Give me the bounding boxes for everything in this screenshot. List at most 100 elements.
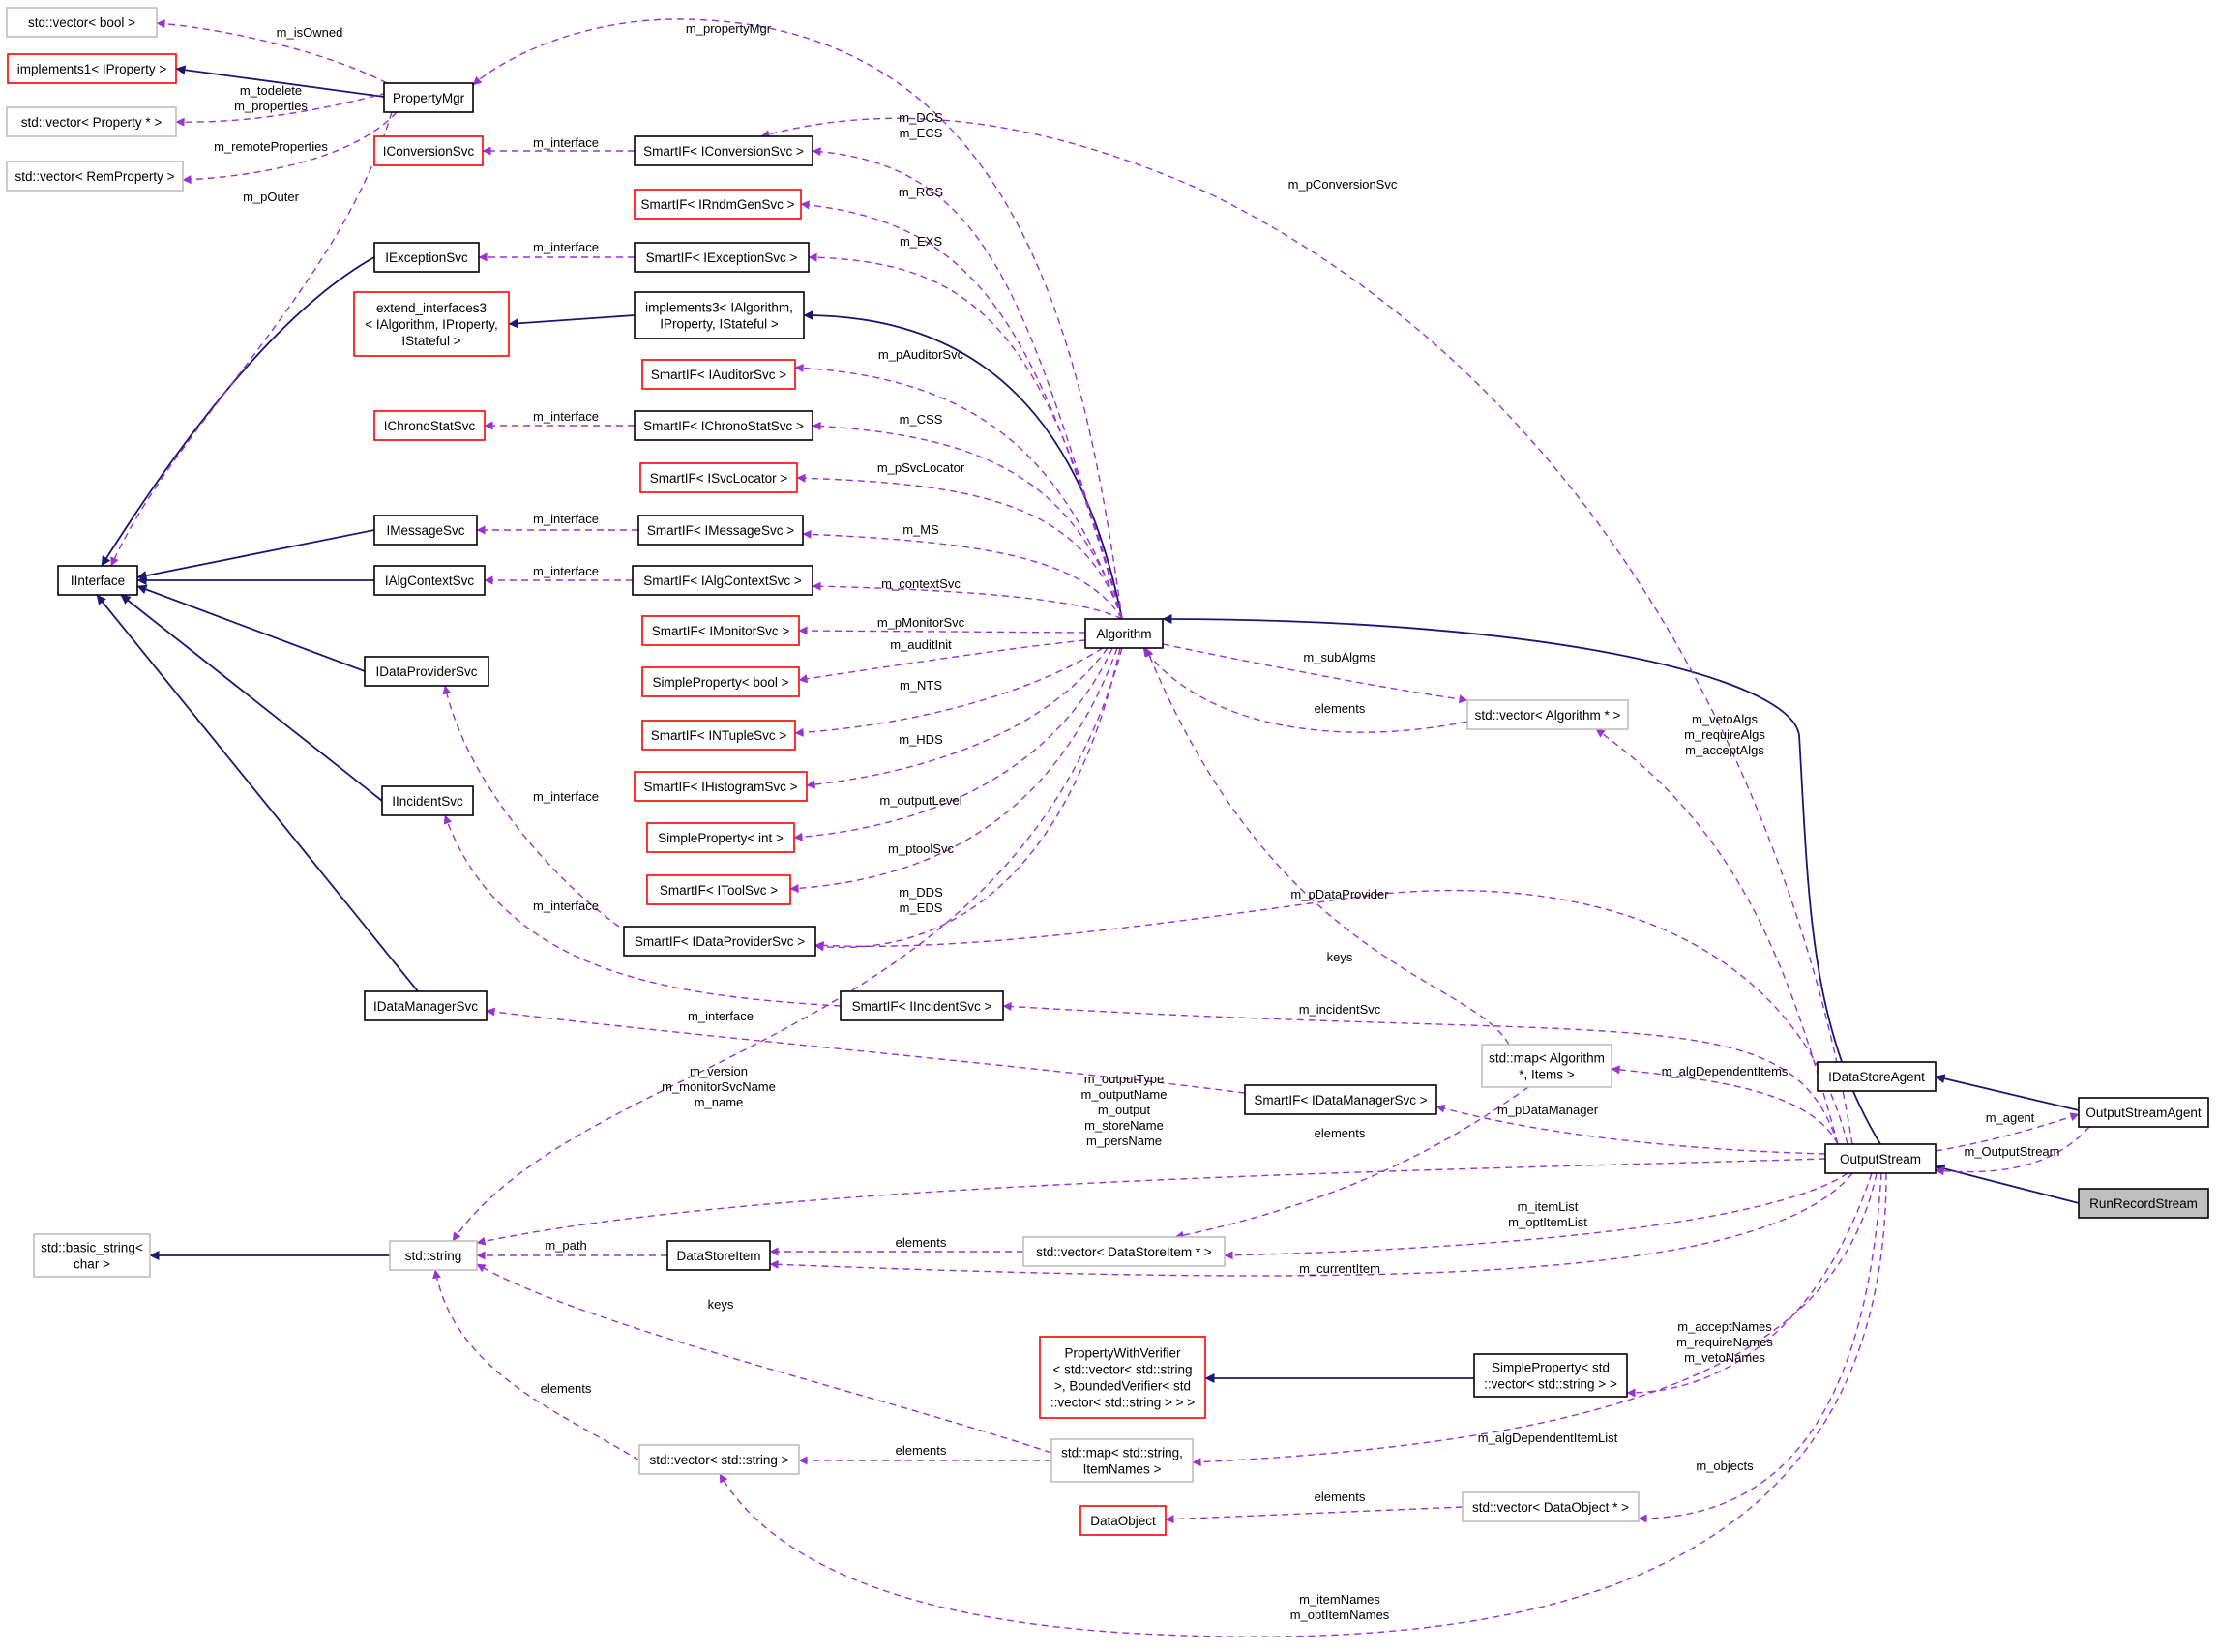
node-box	[1466, 699, 1629, 730]
class-node-sif-tool[interactable]: SmartIF< IToolSvc >	[646, 874, 791, 905]
node-label: *, Items >	[1519, 1068, 1575, 1082]
edge-label-l-remote: m_remoteProperties	[214, 139, 328, 154]
class-node-idsagent[interactable]: IDataStoreAgent	[1817, 1061, 1937, 1092]
class-node-extend3[interactable]: extend_interfaces3 < IAlgorithm, IPropert…	[353, 291, 510, 357]
node-label: IIncidentSvc	[392, 794, 463, 809]
edge-label-text: m_itemNames	[1299, 1592, 1380, 1607]
edge-label-text: keys	[1327, 950, 1353, 964]
edge-label-text: m_outputName	[1081, 1087, 1168, 1102]
class-node-sp-vecstr[interactable]: SimpleProperty< std::vector< std::string…	[1473, 1353, 1628, 1398]
edge-label-text: m_OutputStream	[1965, 1144, 2060, 1159]
class-node-ichrono[interactable]: IChronoStatSvc	[373, 410, 486, 441]
class-node-sif-datamgr[interactable]: SmartIF< IDataManagerSvc >	[1244, 1084, 1437, 1115]
class-node-sif-svcloc[interactable]: SmartIF< ISvcLocator >	[639, 462, 798, 493]
class-node-sif-ntuple[interactable]: SmartIF< INTupleSvc >	[641, 720, 796, 751]
class-node-sp-bool[interactable]: SimpleProperty< bool >	[641, 666, 800, 697]
class-node-vec-string[interactable]: std::vector< std::string >	[638, 1444, 800, 1475]
edge-label-l-hds: m_HDS	[899, 732, 943, 747]
edge-label-text: m_currentItem	[1299, 1261, 1380, 1276]
class-node-impl1[interactable]: implements1< IProperty >	[7, 53, 177, 84]
class-node-sif-conv[interactable]: SmartIF< IConversionSvc >	[634, 135, 813, 166]
node-label: char >	[74, 1257, 110, 1272]
class-node-map-alg[interactable]: std::map< Algorithm*, Items >	[1481, 1044, 1612, 1088]
class-node-iinterface[interactable]: IInterface	[57, 565, 138, 596]
class-node-sif-mon[interactable]: SmartIF< IMonitorSvc >	[641, 615, 800, 646]
class-node-sif-dataprov[interactable]: SmartIF< IDataProviderSvc >	[623, 926, 816, 957]
class-node-iincsvc[interactable]: IIncidentSvc	[381, 785, 474, 816]
node-label: IConversionSvc	[383, 144, 475, 159]
edge-label-text: m_interface	[533, 240, 599, 254]
class-node-sif-aud[interactable]: SmartIF< IAuditorSvc >	[641, 359, 796, 390]
class-node-osagent[interactable]: OutputStreamAgent	[2078, 1097, 2209, 1128]
class-node-imsgsvc[interactable]: IMessageSvc	[373, 515, 478, 546]
node-box	[641, 666, 800, 697]
node-label: >, BoundedVerifier< std	[1054, 1379, 1191, 1394]
node-label: ::vector< std::string > > >	[1050, 1396, 1195, 1410]
class-node-iconvsvc[interactable]: IConversionSvc	[373, 135, 484, 166]
class-node-sif-inc[interactable]: SmartIF< IIncidentSvc >	[840, 990, 1004, 1021]
edge-label-text: m_requireAlgs	[1684, 727, 1765, 742]
node-label: DataObject	[1090, 1514, 1156, 1528]
edge-label-l-ptool: m_ptoolSvc	[888, 841, 954, 856]
class-node-dsitem[interactable]: DataStoreItem	[666, 1240, 771, 1271]
edge-label-text: m_pDataManager	[1497, 1103, 1599, 1117]
edge-label-l-elements-do: elements	[1315, 1490, 1366, 1504]
class-node-sp-int[interactable]: SimpleProperty< int >	[646, 822, 795, 853]
class-node-ialgctx[interactable]: IAlgContextSvc	[373, 565, 486, 596]
edge-label-l-objects: m_objects	[1696, 1459, 1754, 1473]
edge-label-l-elements-vs: elements	[896, 1443, 947, 1458]
class-node-idatamgr[interactable]: IDataManagerSvc	[364, 990, 488, 1021]
class-node-vec-dataobj[interactable]: std::vector< DataObject * >	[1462, 1491, 1640, 1522]
node-label: < IAlgorithm, IProperty,	[365, 317, 497, 332]
edge-label-l-if-msg: m_interface	[533, 512, 599, 526]
node-box	[1050, 1438, 1194, 1483]
class-node-iexcsvc[interactable]: IExceptionSvc	[373, 242, 480, 273]
edge-label-l-if-chrono: m_interface	[533, 409, 599, 424]
class-node-sif-exc[interactable]: SmartIF< IExceptionSvc >	[634, 242, 810, 273]
class-node-outstream[interactable]: OutputStream	[1824, 1143, 1937, 1174]
inh-algorithm-outputstream	[1162, 614, 1881, 1145]
class-node-vec-alg[interactable]: std::vector< Algorithm * >	[1466, 699, 1629, 730]
inh-impl3-algorithm	[803, 310, 1123, 620]
node-label: std::basic_string<	[41, 1241, 143, 1255]
node-label: std::vector< DataObject * >	[1472, 1500, 1629, 1515]
node-label: extend_interfaces3	[376, 301, 487, 315]
node-box	[632, 565, 813, 596]
inh-iinterface-iincidentsvc	[120, 594, 383, 802]
edge-label-l-incsvc: m_incidentSvc	[1299, 1002, 1381, 1017]
class-node-sif-hist[interactable]: SmartIF< IHistogramSvc >	[634, 771, 808, 802]
inh-iinterface-iexceptionsvc	[101, 256, 375, 567]
node-label: SmartIF< IRndmGenSvc >	[640, 197, 794, 212]
node-label: IAlgContextSvc	[385, 574, 475, 588]
node-box	[364, 990, 488, 1021]
class-node-runrecord[interactable]: RunRecordStream	[2078, 1188, 2209, 1219]
node-label: RunRecordStream	[2089, 1196, 2198, 1211]
class-node-stdstring[interactable]: std::string	[389, 1240, 478, 1271]
class-node-sif-rndm[interactable]: SmartIF< IRndmGenSvc >	[634, 189, 802, 220]
class-node-sif-chrono[interactable]: SmartIF< IChronoStatSvc >	[634, 410, 813, 441]
class-node-pwv[interactable]: PropertyWithVerifier< std::vector< std::…	[1039, 1336, 1206, 1419]
edge-label-l-keys-str: keys	[708, 1297, 734, 1312]
edge-label-l-if-inc: m_interface	[533, 899, 599, 913]
class-node-impl3[interactable]: implements3< IAlgorithm,IProperty, IStat…	[634, 291, 805, 339]
class-node-idataprov[interactable]: IDataProviderSvc	[364, 656, 489, 687]
class-node-propmgr[interactable]: PropertyMgr	[383, 82, 474, 113]
class-node-dataobject[interactable]: DataObject	[1079, 1505, 1167, 1536]
usg-algorithm-rndmgen	[800, 200, 1123, 620]
node-box	[634, 410, 813, 441]
class-node-vec-remprop[interactable]: std::vector< RemProperty >	[6, 161, 184, 192]
class-node-sif-algctx[interactable]: SmartIF< IAlgContextSvc >	[632, 565, 813, 596]
class-node-sif-msg[interactable]: SmartIF< IMessageSvc >	[637, 515, 804, 546]
usg-map-keys-algorithm	[1145, 647, 1510, 1046]
node-box	[373, 135, 484, 166]
class-node-map-str[interactable]: std::map< std::string,ItemNames >	[1050, 1438, 1194, 1483]
class-node-vec-prop[interactable]: std::vector< Property * >	[6, 106, 177, 137]
class-node-algorithm[interactable]: Algorithm	[1084, 618, 1164, 649]
class-node-basic-string[interactable]: std::basic_string<char >	[33, 1233, 151, 1278]
usg-algorithm-conversionsvc	[812, 147, 1123, 620]
class-node-vec-bool[interactable]: std::vector< bool >	[6, 7, 158, 38]
usg-sif-idatamanagersvc	[486, 1007, 1246, 1094]
class-node-vec-dsitem[interactable]: std::vector< DataStoreItem * >	[1022, 1236, 1226, 1267]
node-label: PropertyWithVerifier	[1064, 1346, 1181, 1361]
usg-outputstream-agent	[1935, 1112, 2080, 1152]
